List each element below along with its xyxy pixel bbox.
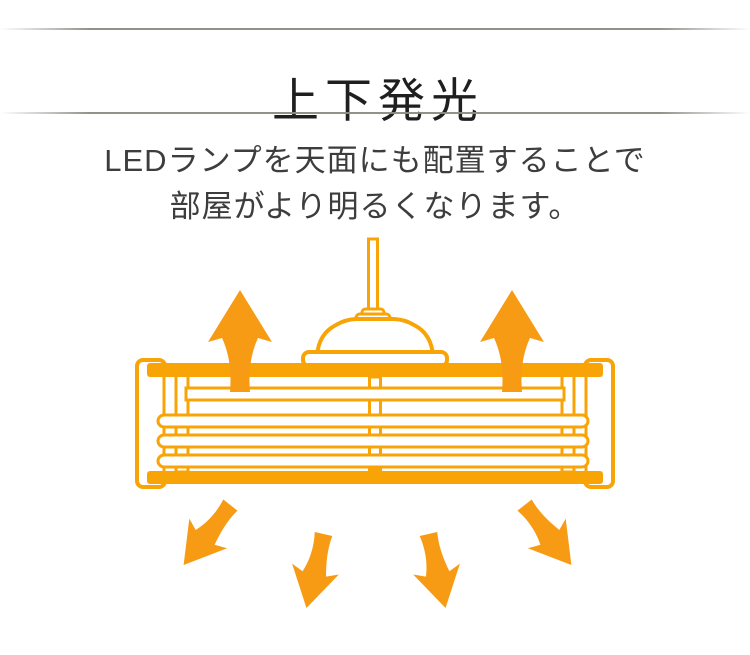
down-arrow-far-right <box>517 499 572 565</box>
up-arrow-left <box>208 290 272 392</box>
divider-line-top <box>0 28 750 30</box>
description-text: LEDランプを天面にも配置することで 部屋がより明るくなります。 <box>0 138 750 230</box>
down-arrow-mid-left <box>292 531 339 609</box>
end-cap-right-outer <box>583 358 615 489</box>
divider-line-bottom <box>0 112 750 114</box>
led-tube-3 <box>156 453 590 469</box>
top-panel-bar <box>147 363 603 377</box>
canopy <box>315 317 435 358</box>
led-tube-2 <box>156 433 590 449</box>
down-arrow-far-left <box>183 499 238 565</box>
down-arrow-mid-right <box>413 531 460 609</box>
description-line-2: 部屋がより明るくなります。 <box>169 189 581 224</box>
upper-inner-bar <box>184 386 566 402</box>
lamp-diagram <box>135 237 615 609</box>
up-arrow-right <box>480 290 544 392</box>
page-title: 上下発光 <box>272 74 484 128</box>
bottom-panel-bar <box>147 471 603 484</box>
suspension-rod <box>367 237 379 317</box>
led-tube-1 <box>156 413 590 429</box>
description-line-1: LEDランプを天面にも配置することで <box>104 143 646 178</box>
